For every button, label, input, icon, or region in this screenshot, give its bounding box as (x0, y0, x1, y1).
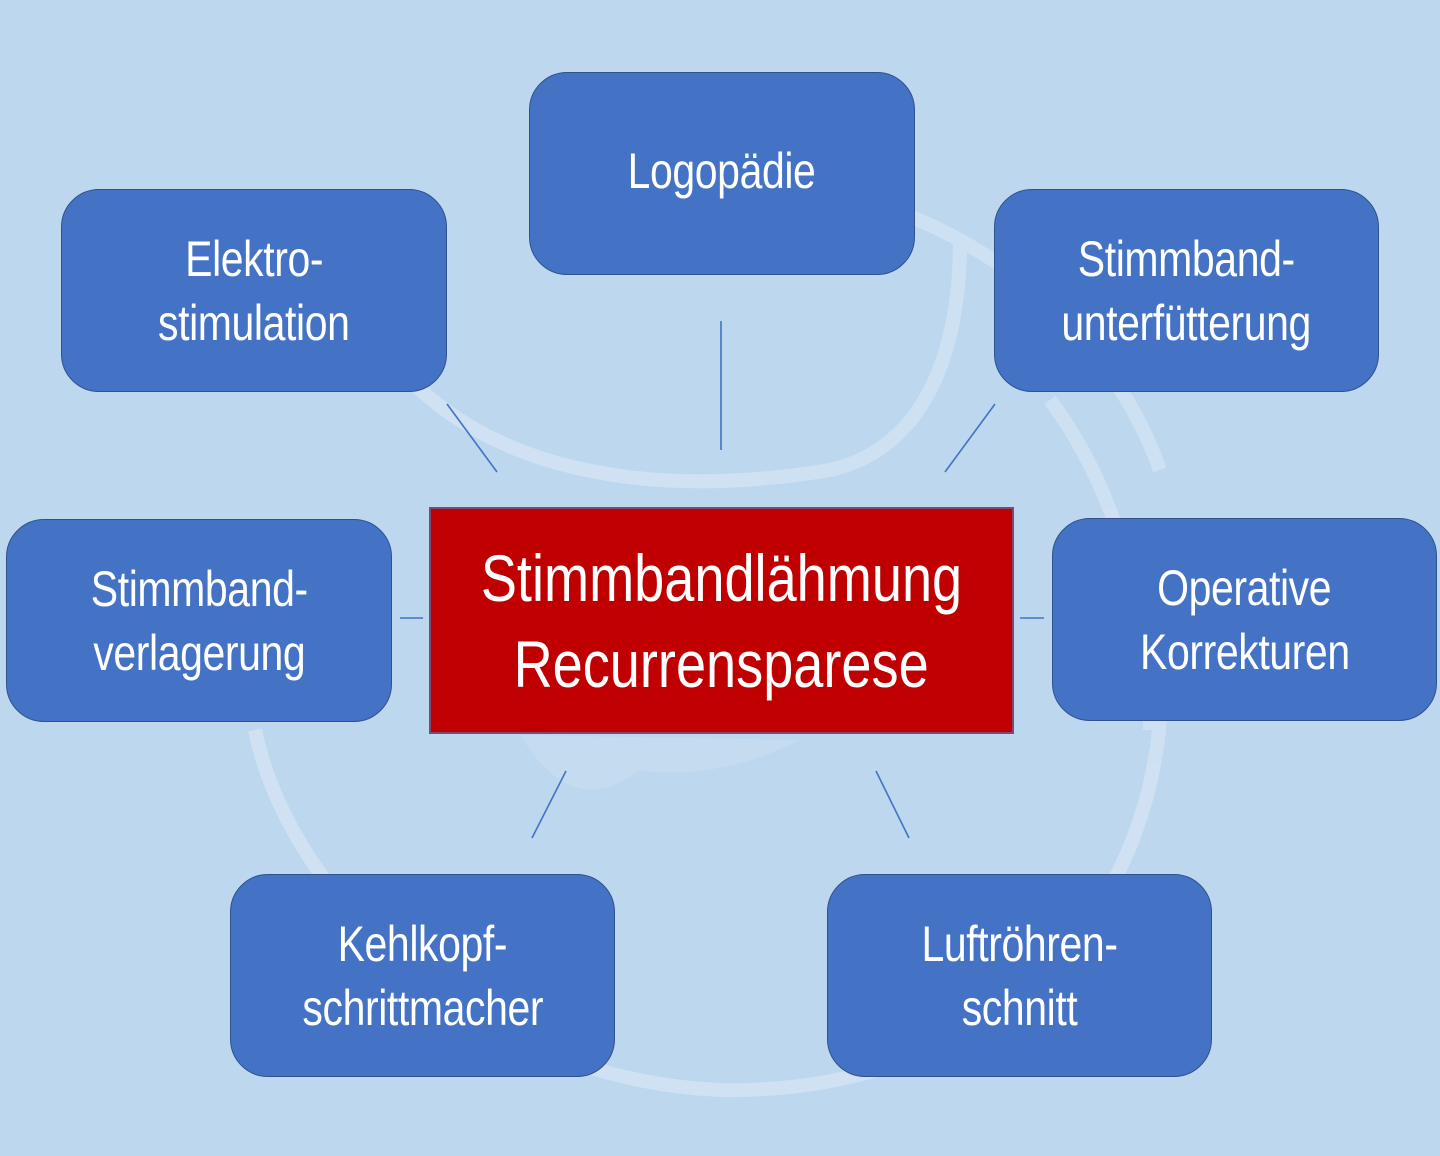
node-label-line1: Luftröhren- (921, 915, 1118, 972)
node-label-line2: verlagerung (92, 624, 306, 681)
node-label: Logopädie (628, 142, 816, 199)
node-label-line1: Operative (1157, 559, 1332, 616)
node-label-line2: stimulation (158, 294, 350, 351)
node-label-line2: schrittmacher (302, 979, 543, 1036)
node-label-line2: unterfütterung (1061, 294, 1312, 351)
node-label-line2: Korrekturen (1139, 623, 1350, 680)
connector-luftroehre (875, 770, 910, 839)
connectors (400, 321, 1044, 839)
node-label-line2: schnitt (961, 979, 1078, 1036)
center-title-line2: Recurrensparese (513, 626, 930, 701)
node-luftroehrenschnitt: Luftröhren- schnitt (827, 874, 1212, 1077)
node-label-line1: Elektro- (185, 230, 323, 287)
node-label-line1: Stimmband- (1078, 230, 1295, 287)
node-kehlkopfschrittmacher: Kehlkopf- schrittmacher (230, 874, 615, 1077)
connector-unterfuetterung (944, 403, 996, 473)
node-elektrostimulation: Elektro- stimulation (61, 189, 447, 392)
node-label-line1: Kehlkopf- (337, 915, 508, 972)
node-stimmband-verlagerung: Stimmband- verlagerung (6, 519, 392, 722)
node-label-line1: Stimmband- (90, 560, 308, 617)
node-logopaedie: Logopädie (529, 72, 915, 275)
node-operative-korrekturen: Operative Korrekturen (1052, 518, 1437, 721)
node-stimmband-unterfuetterung: Stimmband- unterfütterung (994, 189, 1379, 392)
connector-kehlkopf (531, 770, 567, 839)
center-node: Stimmbandlähmung Recurrensparese (429, 507, 1014, 734)
center-title-line1: Stimmbandlähmung (480, 540, 963, 615)
connector-elektro (446, 403, 498, 473)
